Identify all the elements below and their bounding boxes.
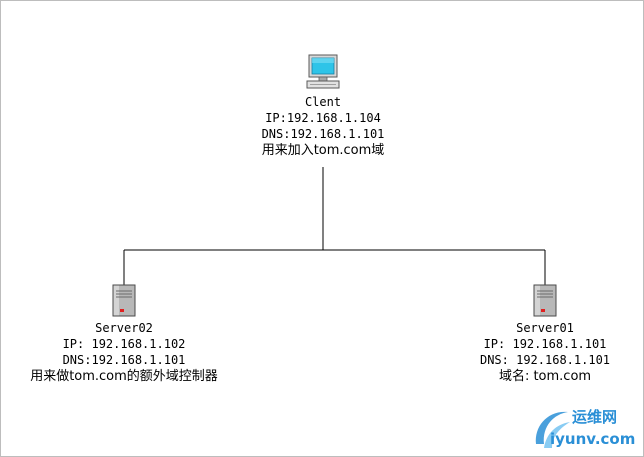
watermark-text-en: iyunv.com [550,430,636,448]
server-icon [533,284,557,317]
server02-label: Server02 IP: 192.168.1.102 DNS:192.168.1… [4,320,244,385]
watermark-swoosh-icon [535,411,570,448]
server01-role: 域名: tom.com [498,369,592,384]
client-label: Clent IP:192.168.1.104 DNS:192.168.1.101… [223,94,423,159]
server02-ip: IP: 192.168.1.102 [62,337,186,351]
client-dns: DNS:192.168.1.101 [261,127,385,141]
watermark-logo: 运维网 iyunv.com [530,404,640,454]
server01-ip: IP: 192.168.1.101 [483,337,607,351]
server02-name: Server02 [95,321,153,335]
client-name: Clent [304,95,342,109]
client-role: 用来加入tom.com域 [261,143,385,158]
server-icon [112,284,136,317]
server01-dns: DNS: 192.168.1.101 [479,353,611,367]
server01-name: Server01 [516,321,574,335]
server01-label: Server01 IP: 192.168.1.101 DNS: 192.168.… [445,320,644,385]
computer-icon [306,54,340,89]
server02-role: 用来做tom.com的额外域控制器 [30,369,218,384]
watermark-text-cn: 运维网 [572,408,618,426]
client-ip: IP:192.168.1.104 [265,111,381,125]
server02-dns: DNS:192.168.1.101 [62,353,186,367]
